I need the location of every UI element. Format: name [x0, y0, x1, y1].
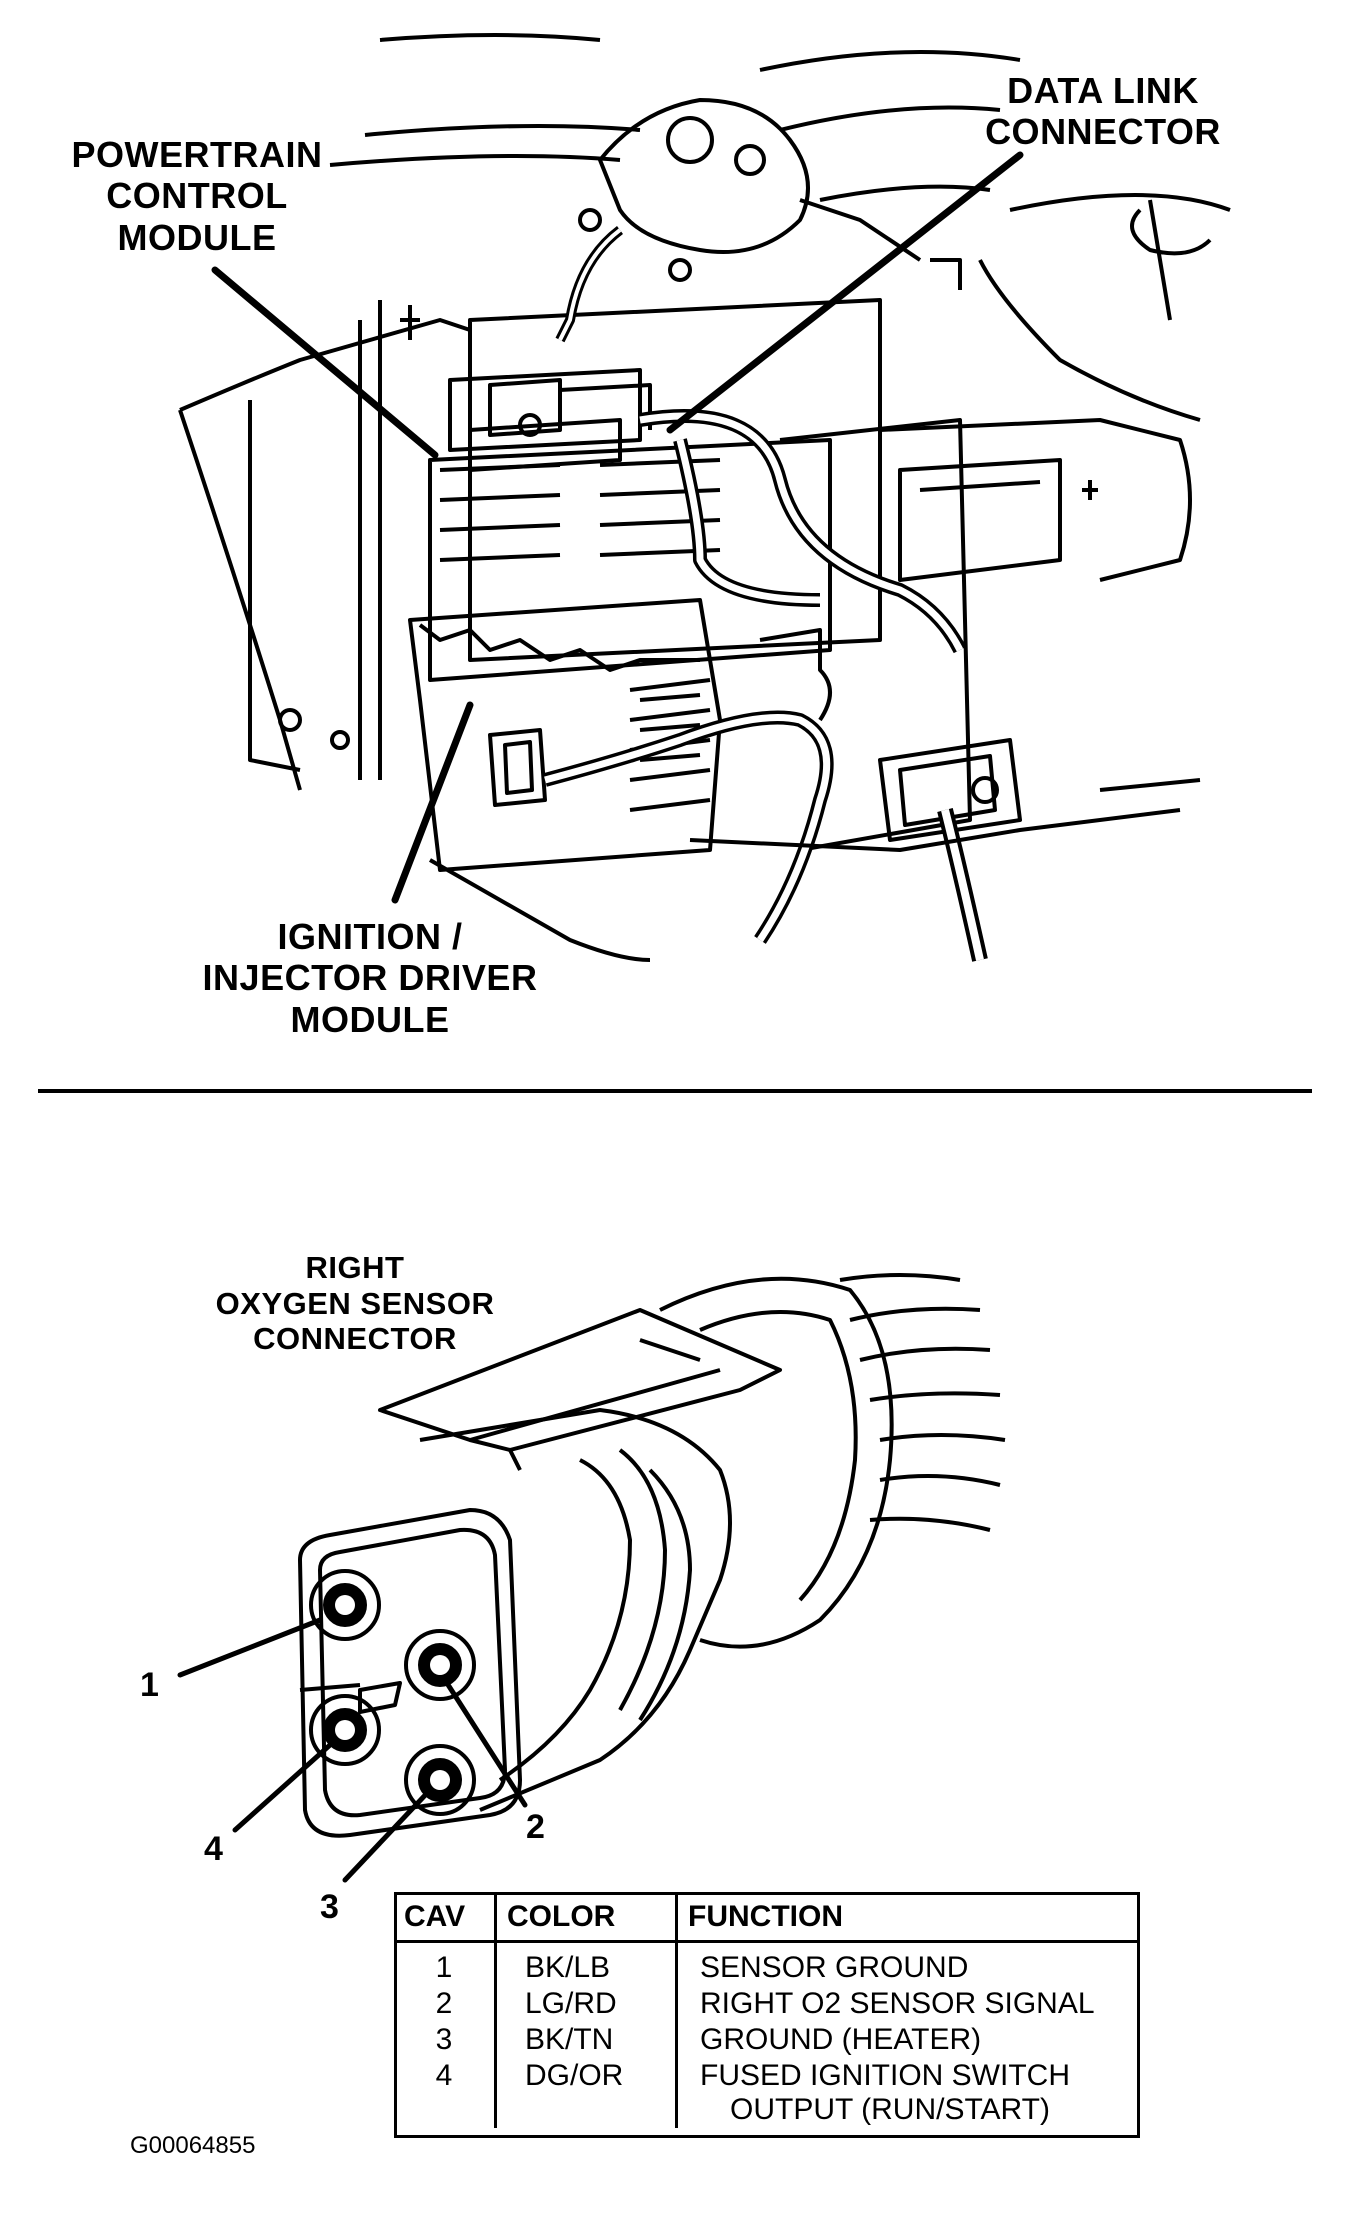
- figure-id: G00064855: [130, 2132, 256, 2159]
- pin-leader-lines: [177, 1617, 528, 1883]
- engine-bay-illustration: [178, 33, 1231, 962]
- color-cell: DG/OR: [494, 2058, 677, 2128]
- oxygen-sensor-connector-title: RIGHT OXYGEN SENSOR CONNECTOR: [215, 1250, 495, 1357]
- oxygen-sensor-connector-illustration: [298, 1273, 1006, 1838]
- function-cell: RIGHT O2 SENSOR SIGNAL: [675, 1986, 1140, 2022]
- pinout-header-row: CAV COLOR FUNCTION: [394, 1892, 1140, 1943]
- color-cell: BK/TN: [494, 2022, 677, 2058]
- idm-leader: [391, 701, 474, 904]
- pinout-table: CAV COLOR FUNCTION 1 BK/LB SENSOR GROUND…: [394, 1892, 1140, 2128]
- pcm-label: POWERTRAIN CONTROL MODULE: [71, 134, 323, 258]
- function-line-1: FUSED IGNITION SWITCH: [700, 2059, 1070, 2092]
- function-line-2: OUTPUT (RUN/START): [730, 2093, 1050, 2126]
- cav-cell: 3: [435, 2023, 453, 2056]
- color-cell: BK/LB: [494, 1941, 677, 1986]
- color-cell: LG/RD: [494, 1986, 677, 2022]
- table-row: 3 BK/TN GROUND (HEATER): [394, 2022, 1140, 2058]
- header-color: COLOR: [494, 1892, 677, 1943]
- table-row: 4 DG/OR FUSED IGNITION SWITCH OUTPUT (RU…: [394, 2058, 1140, 2128]
- ignition-injector-module-label: IGNITION / INJECTOR DRIVER MODULE: [202, 916, 538, 1040]
- pin-label-4: 4: [204, 1830, 223, 1868]
- function-cell: SENSOR GROUND: [675, 1941, 1140, 1986]
- top-leader-lines: [211, 151, 1024, 904]
- cav-cell: 2: [435, 1987, 453, 2020]
- cav-cell: 1: [435, 1951, 453, 1984]
- pin-label-3: 3: [320, 1888, 339, 1926]
- pin-label-2: 2: [526, 1808, 545, 1846]
- function-cell: GROUND (HEATER): [675, 2022, 1140, 2058]
- table-row: 2 LG/RD RIGHT O2 SENSOR SIGNAL: [394, 1986, 1140, 2022]
- dlc-leader: [666, 151, 1024, 434]
- table-row: 1 BK/LB SENSOR GROUND: [394, 1941, 1140, 1986]
- pin-label-1: 1: [140, 1666, 159, 1704]
- header-cav: CAV: [394, 1892, 496, 1943]
- pcm-leader: [211, 266, 439, 459]
- function-cell: FUSED IGNITION SWITCH OUTPUT (RUN/START): [675, 2058, 1140, 2128]
- data-link-connector-label: DATA LINK CONNECTOR: [985, 70, 1221, 153]
- cav-cell: 4: [435, 2059, 453, 2092]
- header-function: FUNCTION: [675, 1892, 1140, 1943]
